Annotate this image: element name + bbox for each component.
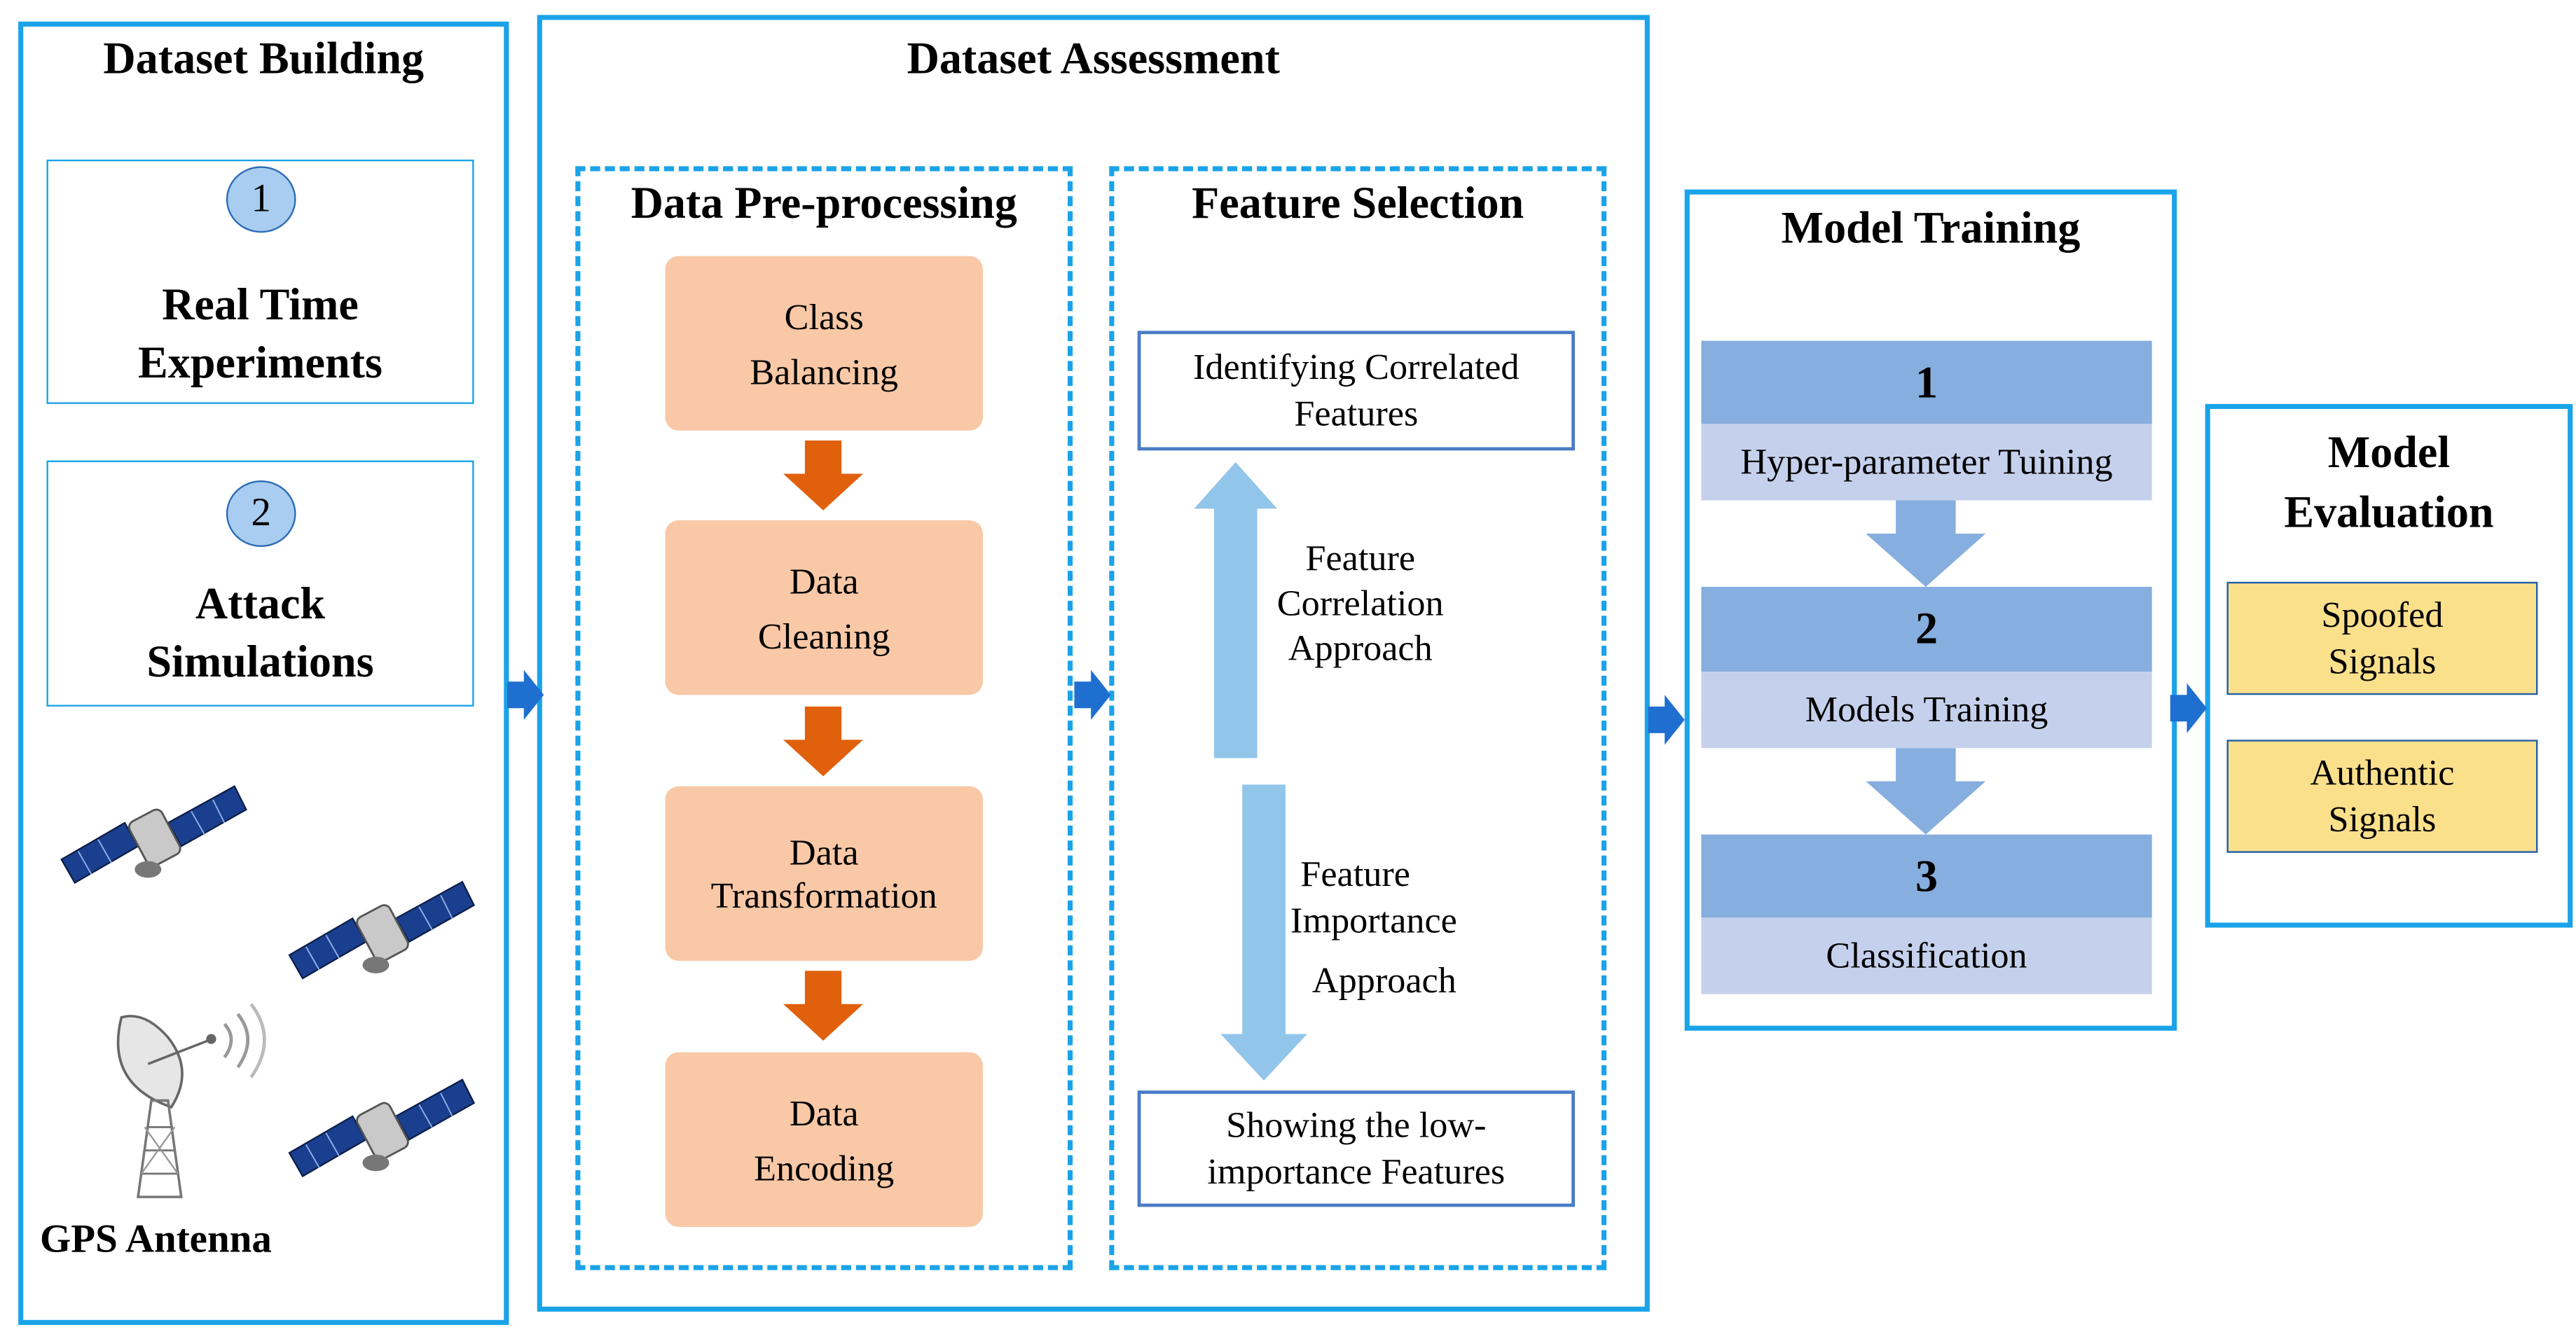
low-importance-features-box: Showing the low- importance Features bbox=[1137, 1090, 1575, 1207]
satellite-icon bbox=[60, 785, 247, 884]
identifying-correlated-features-box: Identifying Correlated Features bbox=[1137, 331, 1575, 451]
gps-antenna-label: GPS Antenna bbox=[39, 1218, 272, 1262]
step-line2: Transformation bbox=[710, 873, 937, 915]
model-evaluation-title: Model Evaluation bbox=[2205, 422, 2573, 542]
step-number-badge-2: 2 bbox=[226, 480, 296, 547]
feature-correlation-approach-label: Feature Correlation Approach bbox=[1269, 535, 1452, 670]
title-line1: Model bbox=[2327, 427, 2451, 478]
output-line1: Authentic bbox=[2310, 751, 2455, 793]
down-arrow-icon bbox=[1866, 500, 1986, 587]
data-encoding-step: Data Encoding bbox=[665, 1052, 983, 1227]
box-line1: Showing the low- bbox=[1226, 1104, 1487, 1146]
satellite-icon bbox=[288, 880, 476, 980]
authentic-signals-output: Authentic Signals bbox=[2226, 740, 2538, 853]
satellite-icon bbox=[288, 1078, 476, 1178]
training-step-number-2: 2 bbox=[1701, 586, 2152, 672]
connector-arrow-icon bbox=[2170, 683, 2207, 733]
data-preprocessing-title: Data Pre-processing bbox=[631, 177, 1017, 228]
feature-selection-panel bbox=[1109, 166, 1607, 1270]
data-cleaning-step: Data Cleaning bbox=[665, 520, 983, 695]
feature-selection-title: Feature Selection bbox=[1192, 177, 1524, 228]
attack-line1: Attack bbox=[195, 578, 326, 629]
label-line1: Feature bbox=[1300, 852, 1410, 895]
data-preprocessing-panel bbox=[575, 166, 1073, 1270]
real-time-line1: Real Time bbox=[162, 279, 359, 330]
label-line2: Correlation bbox=[1276, 581, 1444, 624]
step-line1: Class bbox=[784, 295, 864, 337]
output-line2: Signals bbox=[2328, 639, 2437, 682]
output-line1: Spoofed bbox=[2321, 593, 2444, 635]
model-training-title: Model Training bbox=[1781, 202, 2081, 253]
step-line2: Cleaning bbox=[757, 614, 890, 656]
box-line2: importance Features bbox=[1207, 1150, 1506, 1193]
step-line1: Data bbox=[789, 1091, 859, 1133]
down-arrow-icon bbox=[783, 971, 863, 1041]
up-arrow-icon bbox=[1194, 462, 1278, 758]
step-line2: Balancing bbox=[750, 349, 899, 392]
hyper-parameter-tuning-step: Hyper-parameter Tuining bbox=[1701, 424, 2152, 501]
models-training-step: Models Training bbox=[1701, 672, 2152, 749]
label-line3: Approach bbox=[1288, 626, 1433, 669]
real-time-line2: Experiments bbox=[138, 337, 383, 388]
classification-step: Classification bbox=[1701, 917, 2152, 994]
data-transformation-step: Data Transformation bbox=[665, 786, 983, 962]
down-arrow-icon bbox=[783, 440, 863, 511]
box-line2: Features bbox=[1294, 392, 1419, 434]
real-time-experiments-label: Real Time Experiments bbox=[46, 276, 474, 392]
attack-line2: Simulations bbox=[146, 637, 374, 687]
step-line1: Data bbox=[789, 830, 859, 873]
down-arrow-icon bbox=[1220, 784, 1307, 1081]
output-line2: Signals bbox=[2328, 798, 2437, 840]
label-line3: Approach bbox=[1311, 959, 1456, 1001]
step-line2: Encoding bbox=[754, 1146, 895, 1188]
down-arrow-icon bbox=[1866, 748, 1986, 835]
class-balancing-step: Class Balancing bbox=[665, 256, 983, 431]
spoofed-signals-output: Spoofed Signals bbox=[2226, 581, 2538, 695]
gps-antenna-icon bbox=[116, 1003, 266, 1198]
connector-arrow-icon bbox=[1648, 695, 1685, 745]
title-line2: Evaluation bbox=[2284, 487, 2494, 537]
dataset-assessment-title: Dataset Assessment bbox=[907, 33, 1280, 83]
dataset-building-title: Dataset Building bbox=[103, 33, 425, 83]
attack-simulations-label: Attack Simulations bbox=[46, 575, 474, 691]
feature-importance-approach-label: Feature Importance Approach bbox=[1281, 851, 1489, 1004]
step-number-badge-1: 1 bbox=[226, 166, 296, 233]
box-line1: Identifying Correlated bbox=[1193, 345, 1520, 388]
label-line1: Feature bbox=[1305, 536, 1416, 579]
down-arrow-icon bbox=[783, 706, 863, 777]
training-step-number-3: 3 bbox=[1701, 834, 2152, 918]
label-line2: Importance bbox=[1290, 899, 1457, 941]
connector-arrow-icon bbox=[1074, 670, 1111, 720]
step-line1: Data bbox=[789, 559, 859, 602]
training-step-number-1: 1 bbox=[1701, 340, 2152, 424]
connector-arrow-icon bbox=[507, 670, 544, 720]
